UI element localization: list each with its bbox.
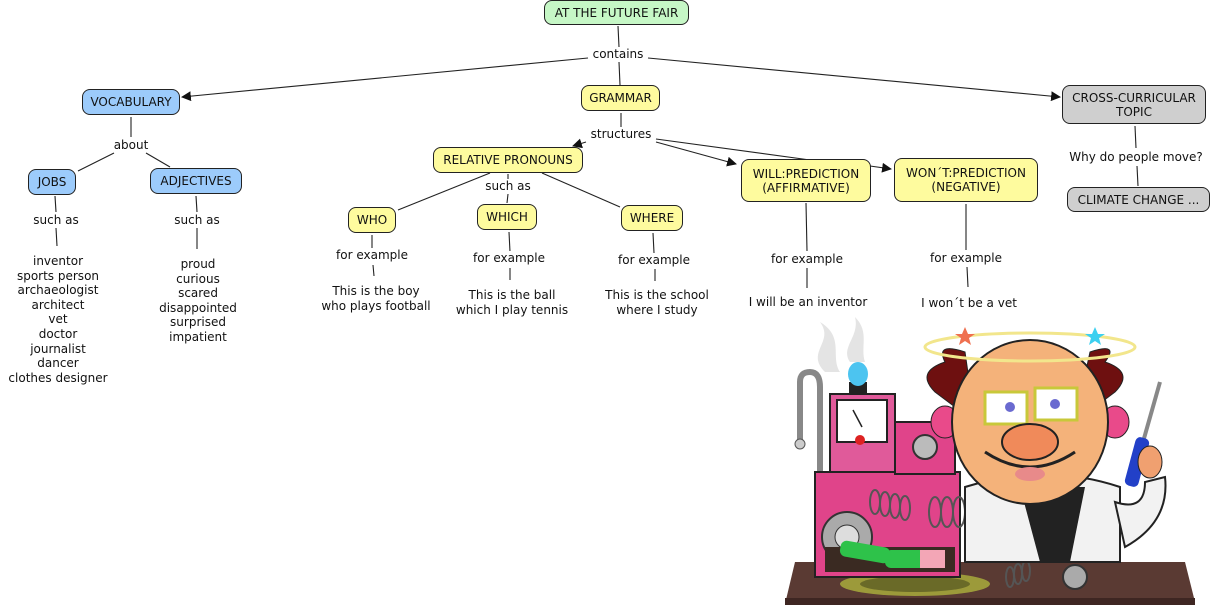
link-about-adjectives <box>145 152 171 168</box>
link-jobs-suchas <box>54 195 57 213</box>
link-contains-grammar <box>618 61 621 86</box>
jobs-list: inventor sports person archaeologist arc… <box>8 254 108 385</box>
link-forex-who-ex <box>372 264 375 277</box>
link-label-will-for-example: for example <box>769 252 845 266</box>
node-at-the-future-fair[interactable]: AT THE FUTURE FAIR <box>544 0 689 25</box>
who-example: This is the boy who plays football <box>321 284 431 313</box>
link-where-forex <box>652 232 655 254</box>
link-label-jobs-such-as: such as <box>31 213 81 227</box>
node-adjectives[interactable]: ADJECTIVES <box>150 168 242 194</box>
node-vocabulary[interactable]: VOCABULARY <box>82 89 180 115</box>
link-label-rel-such-as: such as <box>483 179 533 193</box>
node-which[interactable]: WHICH <box>477 204 537 230</box>
will-example: I will be an inventor <box>748 295 868 309</box>
link-label-why-do-people-move: Why do people move? <box>1067 150 1205 164</box>
link-structures-will <box>655 141 737 167</box>
link-relpron-where <box>541 172 621 208</box>
node-grammar[interactable]: GRAMMAR <box>581 85 660 111</box>
node-relative-pronouns[interactable]: RELATIVE PRONOUNS <box>433 147 583 173</box>
link-suchas-jobs-items <box>55 227 58 247</box>
node-cross-curricular-topic[interactable]: CROSS-CURRICULAR TOPIC <box>1062 85 1206 124</box>
node-climate-change[interactable]: CLIMATE CHANGE ... <box>1067 187 1210 212</box>
mad-scientist-cartoon-icon <box>785 317 1195 605</box>
node-who[interactable]: WHO <box>348 207 396 233</box>
link-structures-wont <box>655 138 811 161</box>
link-label-where-for-example: for example <box>616 253 692 267</box>
link-label-about: about <box>111 138 151 152</box>
link-label-contains: contains <box>590 47 646 61</box>
link-will-forex <box>805 202 808 252</box>
node-where[interactable]: WHERE <box>621 205 683 231</box>
link-relpron-who <box>397 172 491 211</box>
link-adj-suchas <box>195 195 198 213</box>
link-contains-vocabulary <box>181 57 589 102</box>
link-structures-relpron <box>572 138 587 149</box>
link-about-jobs <box>77 152 115 172</box>
link-why-climate <box>1136 165 1139 187</box>
where-example: This is the school where I study <box>605 288 709 317</box>
adjectives-list: proud curious scared disappointed surpri… <box>159 257 237 344</box>
link-which-forex <box>508 231 511 253</box>
link-cross-why <box>1134 125 1137 149</box>
node-will-prediction[interactable]: WILL:PREDICTION (AFFIRMATIVE) <box>741 159 871 202</box>
link-label-structures: structures <box>588 127 654 141</box>
which-example: This is the ball which I play tennis <box>455 288 569 317</box>
link-label-who-for-example: for example <box>334 248 410 262</box>
link-label-which-for-example: for example <box>471 251 547 265</box>
link-suchas-which <box>506 193 509 204</box>
link-label-adjectives-such-as: such as <box>172 213 222 227</box>
link-will-wont <box>869 162 892 173</box>
link-forex-wont-ex <box>966 266 969 288</box>
wont-example: I won´t be a vet <box>921 296 1017 310</box>
link-root-contains <box>617 25 620 48</box>
node-jobs[interactable]: JOBS <box>28 169 76 195</box>
link-label-wont-for-example: for example <box>928 251 1004 265</box>
node-wont-prediction[interactable]: WON´T:PREDICTION (NEGATIVE) <box>894 158 1038 202</box>
link-contains-cross <box>647 57 1061 102</box>
